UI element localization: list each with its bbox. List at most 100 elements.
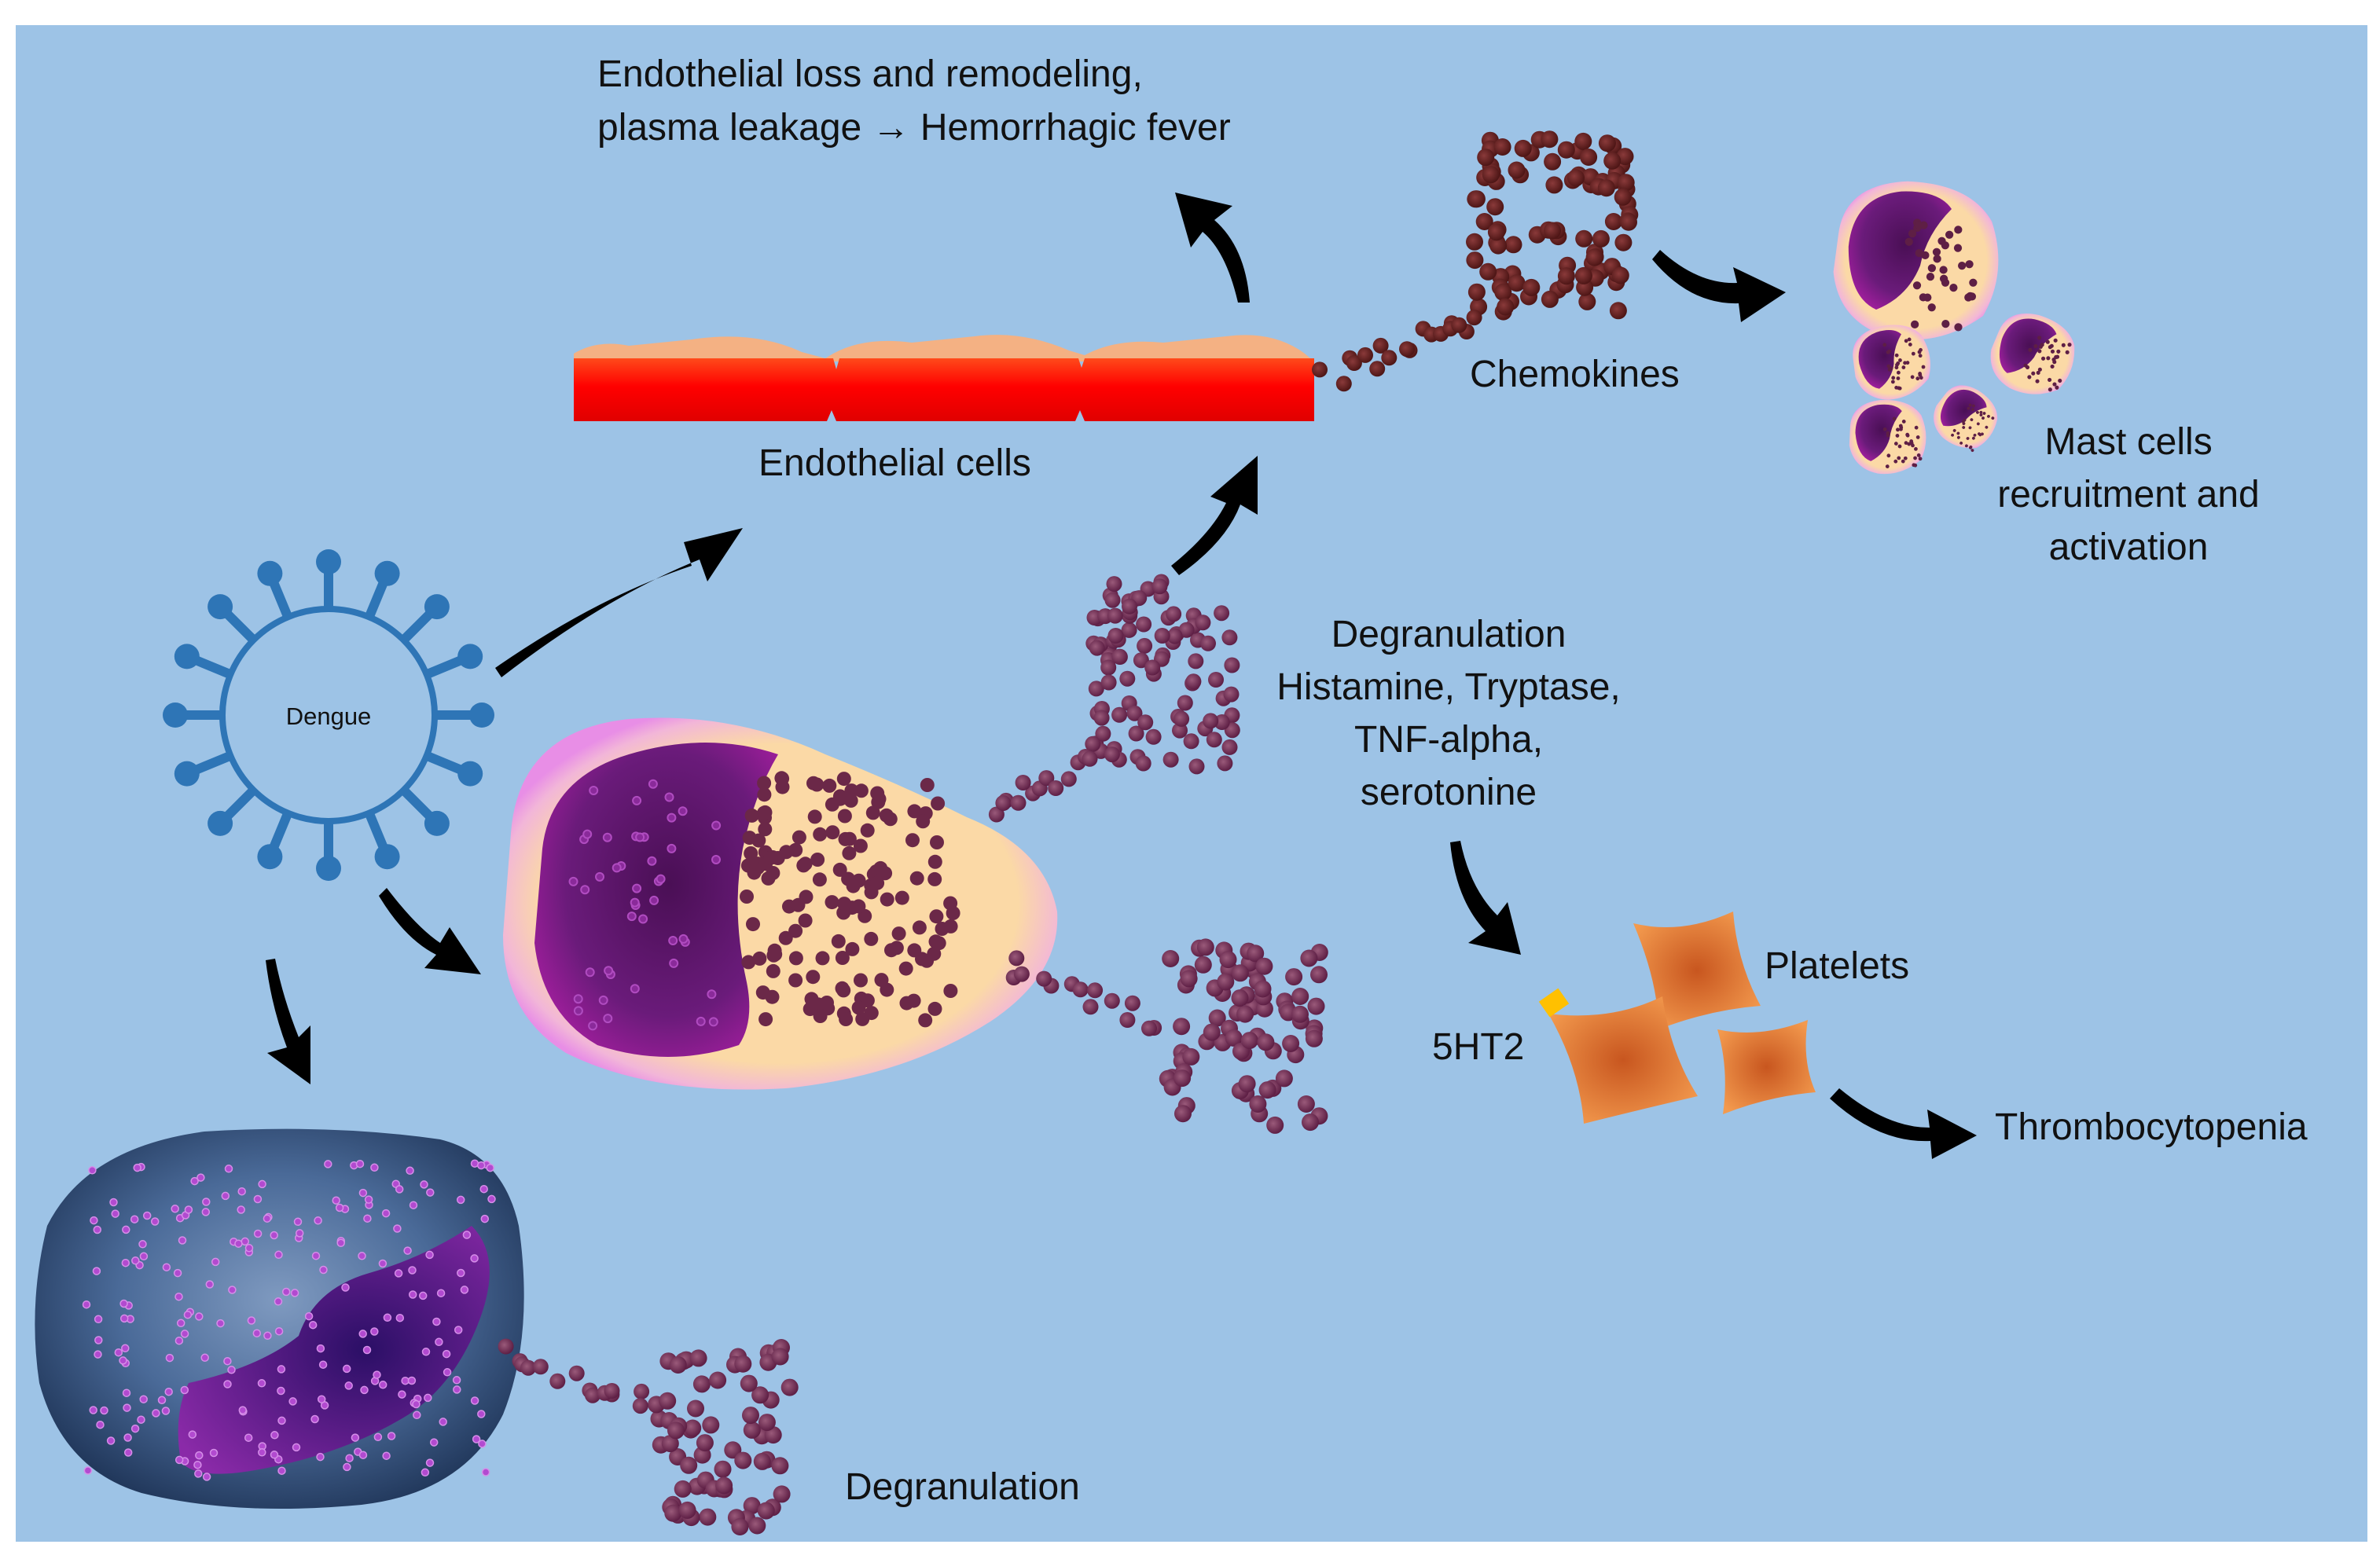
released-granule [1185, 673, 1202, 690]
chemokine-particle [1508, 274, 1526, 292]
released-granule [1307, 997, 1325, 1015]
cytoplasm-granule [2037, 349, 2042, 354]
chemokine-particle [1544, 222, 1561, 240]
cytoplasm-granule [2031, 371, 2036, 376]
chemokine-particle [1487, 223, 1505, 241]
chemokine-particle [1504, 236, 1522, 254]
released-granule [1258, 1081, 1276, 1099]
chemokine-particle [1597, 179, 1615, 197]
released-granule [1285, 968, 1303, 986]
basophil-granule [211, 1257, 220, 1267]
basophil-granule [293, 1217, 303, 1227]
cytoplasm-granule [837, 809, 852, 824]
cytoplasm-granule [767, 943, 782, 958]
released-granule [771, 1457, 789, 1475]
basophil-granule [196, 1173, 205, 1182]
cytoplasm-granule [1921, 251, 1930, 259]
cytoplasm-granule [2058, 378, 2062, 383]
chemokine-particle [1574, 266, 1592, 284]
cytoplasm-granule [1932, 248, 1941, 256]
chemokine-particle [1497, 298, 1515, 316]
basophil-granule [277, 1416, 286, 1425]
released-granule [532, 1359, 549, 1375]
mast-cell-icon [1849, 399, 1926, 475]
basophil-granule [123, 1433, 132, 1442]
basophil-granule [480, 1214, 490, 1223]
basophil-granule [395, 1313, 405, 1322]
cytoplasm-granule [836, 772, 851, 787]
basophil-granule [253, 1229, 263, 1238]
nucleus-granule [582, 829, 593, 839]
released-granule [1195, 614, 1211, 631]
cytoplasm-granule [1949, 284, 1958, 292]
cytoplasm-granule [788, 951, 803, 966]
cytoplasm-granule [1897, 456, 1901, 460]
cytoplasm-granule [929, 909, 944, 924]
released-granule [1008, 950, 1025, 967]
platelets-label: Platelets [1765, 945, 1909, 987]
basophil-granule [319, 1265, 328, 1275]
basophil-granule [470, 1396, 479, 1405]
cytoplasm-granule [1903, 456, 1908, 460]
cytoplasm-granule [853, 838, 868, 853]
cytoplasm-granule [2027, 375, 2032, 380]
mast-cells-label-line2: recruitment and [1997, 474, 2260, 515]
cytoplasm-granule [765, 989, 780, 1004]
released-granule [1104, 992, 1120, 1009]
basophil-granule [216, 1319, 225, 1328]
chemokine-particle [1522, 278, 1541, 296]
nucleus-granule [656, 874, 666, 884]
released-granule [1297, 1095, 1315, 1113]
cytoplasm-granule [1905, 361, 1910, 365]
released-granule [1082, 750, 1098, 767]
nucleus-granule [638, 914, 648, 924]
released-granule [1247, 945, 1265, 963]
released-granule [680, 1456, 698, 1474]
cytoplasm-granule [1970, 449, 1974, 453]
cytoplasm-granule [839, 1012, 854, 1026]
basophil-granule [270, 1451, 279, 1459]
cytoplasm-granule [909, 871, 924, 886]
curved-arrow-icon [1450, 841, 1521, 955]
released-granule [1122, 598, 1137, 614]
released-granule [1231, 964, 1249, 982]
released-granule [1208, 1009, 1226, 1027]
basophil-granule [114, 1348, 123, 1357]
cytoplasm-granule [798, 857, 813, 871]
basophil-granule [174, 1455, 184, 1465]
basophil-granule [109, 1198, 118, 1207]
mediators-label-line3: TNF-alpha, [1354, 719, 1543, 761]
nucleus-granule [632, 883, 642, 893]
basophil-granule [479, 1184, 488, 1194]
basophil-granule [362, 1345, 372, 1355]
mast-cell-nucleus [1855, 404, 1902, 461]
basophil-granule [381, 1209, 391, 1218]
released-granule [743, 1421, 761, 1439]
cytoplasm-granule [1896, 376, 1901, 380]
nucleus-granule [598, 995, 608, 1005]
released-granule [667, 1421, 685, 1440]
virus-spike [400, 608, 435, 644]
released-granule [1107, 628, 1124, 644]
basophil-granule [119, 1299, 128, 1308]
cytoplasm-granule [1933, 255, 1941, 263]
cytoplasm-granule [766, 963, 780, 978]
basophil-granule [270, 1231, 278, 1240]
released-granule [1126, 705, 1143, 721]
curved-arrow-icon [1175, 193, 1250, 303]
basophil-granule [183, 1310, 193, 1319]
cytoplasm-granule [1978, 433, 1982, 437]
nucleus-granule [568, 876, 578, 886]
cytoplasm-granule [1971, 436, 1975, 440]
basophil-granule [130, 1215, 139, 1223]
cytoplasm-granule [1939, 274, 1948, 283]
cytoplasm-granule [1894, 385, 1899, 390]
cytoplasm-granule [1904, 237, 1913, 246]
nucleus-granule [573, 1006, 583, 1016]
curved-arrow-icon [266, 959, 310, 1084]
cytoplasm-granule [2050, 364, 2055, 369]
basophil-granule [288, 1397, 297, 1406]
released-granule [1219, 951, 1237, 969]
released-granule [692, 1375, 711, 1393]
cytoplasm-granule [1941, 319, 1950, 328]
